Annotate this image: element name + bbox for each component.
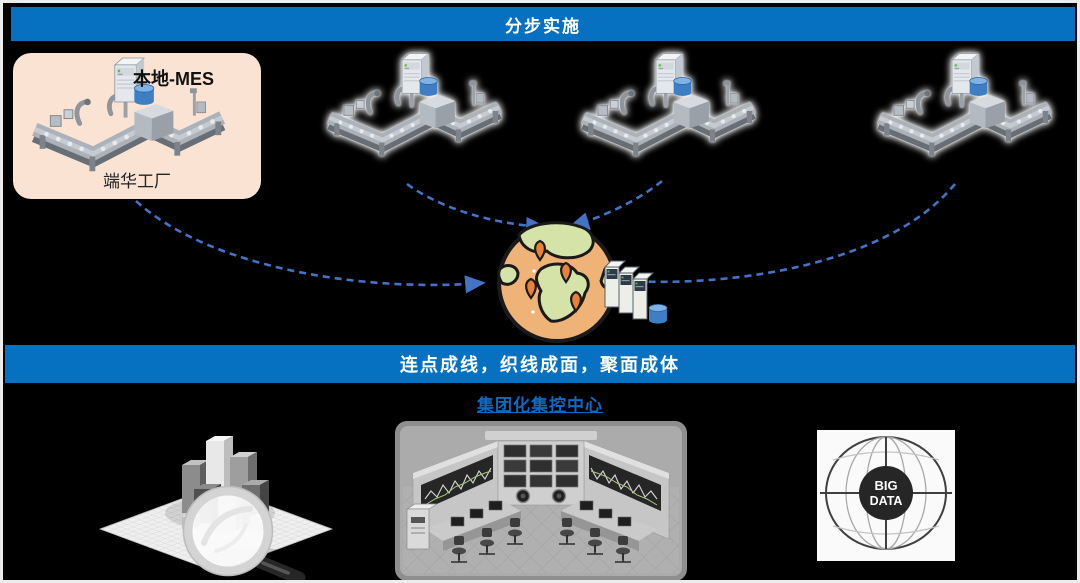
top-banner: 分步实施 (11, 7, 1075, 41)
chairs (451, 518, 631, 563)
factory-icon (871, 51, 1056, 170)
big-data-globe-icon: BIG DATA (817, 430, 955, 561)
factory-icon (575, 51, 760, 170)
factory-name-label: 端华工厂 (103, 172, 171, 191)
magnifier-icon (182, 485, 306, 580)
cabinet (405, 503, 439, 550)
big-data-label-line1: BIG (874, 478, 897, 493)
server-stack-icon (603, 260, 668, 324)
big-data-label-line2: DATA (870, 494, 903, 508)
bar-chart-magnifier-image (98, 436, 334, 580)
local-mes-label: 本地-MES (133, 69, 214, 89)
desk-monitors (450, 500, 632, 527)
middle-banner-label: 连点成线，织线成面，聚面成体 (400, 355, 680, 375)
globe-with-pins-icon (497, 221, 617, 343)
central-hub (497, 221, 668, 343)
local-mes-box: 本地-MES 端华工厂 (13, 53, 261, 199)
middle-banner: 连点成线，织线成面，聚面成体 (5, 345, 1075, 383)
control-room-image (395, 421, 687, 580)
arrow-factory4-to-hub (627, 183, 957, 292)
factory-icon (321, 51, 506, 170)
database-icon (648, 304, 668, 324)
video-wall (503, 444, 579, 504)
control-center-title: 集团化集控中心 (477, 396, 603, 415)
top-banner-label: 分步实施 (505, 16, 581, 36)
arrow-local-to-hub (135, 200, 486, 294)
